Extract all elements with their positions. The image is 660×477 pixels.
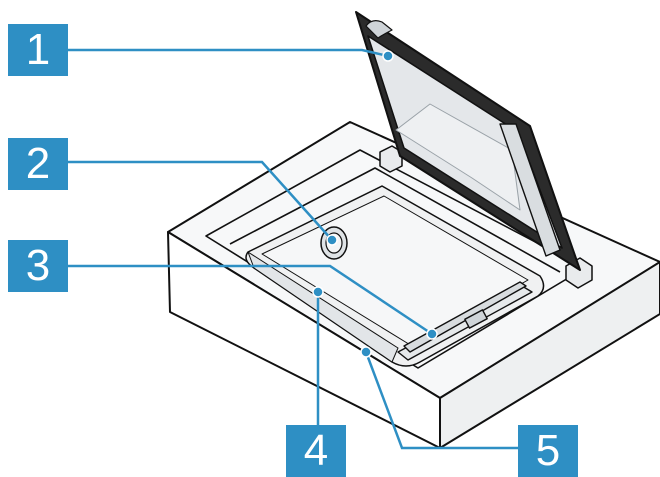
callout-badge-5: 5 — [518, 425, 578, 477]
leader-dot-1 — [382, 50, 394, 62]
leader-dot-4 — [312, 286, 324, 298]
callout-badge-4: 4 — [286, 425, 346, 477]
leader-line-1 — [66, 48, 390, 58]
leader-lines — [66, 48, 520, 450]
leader-dot-3 — [426, 328, 438, 340]
leader-line-3 — [66, 264, 434, 336]
lid-hinges — [379, 145, 593, 289]
callout-badge-1: 1 — [8, 24, 68, 76]
callout-badge-2: 2 — [8, 138, 68, 190]
leader-line-5 — [364, 350, 520, 450]
leader-dot-5 — [360, 346, 372, 358]
callout-badge-3: 3 — [8, 240, 68, 292]
glass-lid — [355, 11, 581, 271]
leader-dots — [312, 50, 438, 358]
leader-line-2 — [66, 160, 334, 242]
leader-dot-2 — [326, 234, 338, 246]
